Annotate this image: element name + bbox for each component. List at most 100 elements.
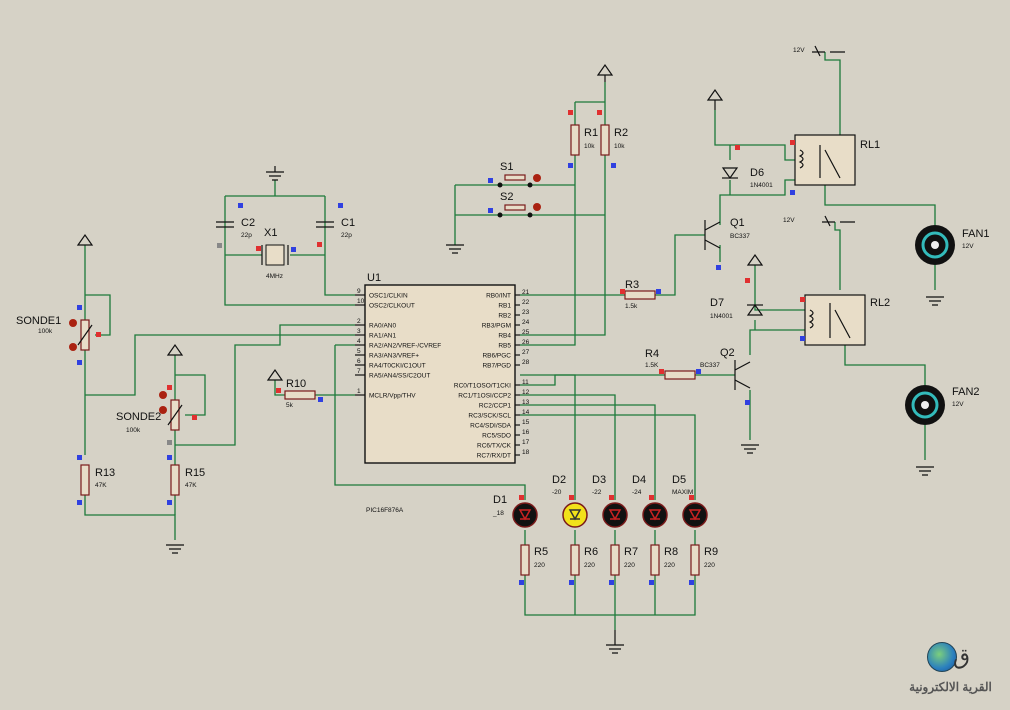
logo-text: القرية الالكترونية [909,680,992,694]
chip-pin-number: 2 [357,318,361,325]
chip-pin-name: RA5/AN4/SS/C2OUT [369,373,430,380]
led-label: D4 [632,474,646,486]
svg-text:12V: 12V [952,401,964,408]
led-resistor-value: 220 [534,562,545,569]
led-resistor-value: 220 [584,562,595,569]
chip-pin-number: 24 [522,319,530,326]
chip-pin-name: RB4 [498,333,511,340]
led-resistor-value: 220 [704,562,715,569]
svg-text:22p: 22p [341,232,352,239]
led-resistor-label: R7 [624,546,638,558]
led-resistor [690,544,700,576]
chip-pin-number: 28 [522,359,530,366]
chip-pin-name: RA4/T0CKI/C1OUT [369,363,426,370]
chip-pin-number: 25 [522,329,530,336]
chip-pin-number: 14 [522,409,530,416]
led-resistor-label: R6 [584,546,598,558]
led-4-icon [642,502,668,528]
sonde1-label: SONDE1 [16,315,61,327]
chip-pin-number: 13 [522,399,530,406]
chip-pin-number: 17 [522,439,530,446]
chip-pin-name: RB2 [498,313,511,320]
chip-pin-number: 5 [357,348,361,355]
r10-label: R10 [286,378,306,390]
chip-pin-name: MCLR/Vpp/THV [369,393,416,400]
chip-pin-number: 18 [522,449,530,456]
svg-text:1.5k: 1.5k [625,303,638,310]
svg-text:1N4001: 1N4001 [750,182,773,189]
chip-pin-number: 16 [522,429,530,436]
led-resistor [520,544,530,576]
led-resistor [570,544,580,576]
svg-text:5k: 5k [286,402,294,409]
svg-text:10k: 10k [584,143,595,150]
chip-pin-number: 21 [522,289,530,296]
chip-pin-name: RC2/CCP1 [479,403,512,410]
led-label: D3 [592,474,606,486]
chip-pin-number: 6 [357,358,361,365]
sonde2-label: SONDE2 [116,411,161,423]
oscillator-circuit: C2 22p C1 22p X1 4MHz [216,166,355,306]
c1-label: C1 [341,217,355,229]
svg-text:1.5K: 1.5K [645,362,659,369]
site-logo: ق القرية الالكترونية [893,640,1008,702]
globe-icon [927,642,957,672]
s2-label: S2 [500,191,513,203]
chip-pin-name: OSC2/CLKOUT [369,303,415,310]
svg-text:PIC16F876A: PIC16F876A [366,507,404,514]
led-resistor [610,544,620,576]
svg-text:47K: 47K [185,482,197,489]
led-label: D1 [493,494,507,506]
chip-pin-number: 10 [357,298,365,305]
r2-label: R2 [614,127,628,139]
chip-pin-name: RA0/AN0 [369,323,396,330]
chip-pin-name: RC7/RX/DT [477,453,511,460]
chip-pin-number: 26 [522,339,530,346]
chip-pin-name: RA3/AN3/VREF+ [369,353,419,360]
led-resistor-value: 220 [664,562,675,569]
q2-label: Q2 [720,347,735,359]
r3-label: R3 [625,279,639,291]
svg-text:12V: 12V [962,243,974,250]
led-value: _18 [492,510,504,517]
chip-pin-name: RC1/T1OSI/CCP2 [458,393,511,400]
led-resistor [650,544,660,576]
led-value: -20 [552,489,562,496]
chip-pin-name: RC4/SDI/SDA [470,423,511,430]
led-1-icon [512,502,538,528]
s1-label: S1 [500,161,513,173]
microcontroller-u1[interactable]: U1 PIC16F876A 9OSC1/CLKIN10OSC2/CLKOUT2R… [355,272,530,514]
x1-label: X1 [264,227,277,239]
c2-label: C2 [241,217,255,229]
vcc1-label: 12V [793,47,805,54]
chip-pin-name: RC6/TX/CK [477,443,512,450]
led-2-icon [562,502,588,528]
chip-pin-number: 11 [522,379,529,386]
d7-label: D7 [710,297,724,309]
chip-pin-name: RA1/AN1 [369,333,396,340]
rl2-label: RL2 [870,297,890,309]
vcc2-label: 12V [783,217,795,224]
svg-text:BC337: BC337 [700,362,720,369]
chip-pin-name: RA2/AN2/VREF-/CVREF [369,343,441,350]
chip-pin-name: RB6/PGC [482,353,511,360]
led-resistor-value: 220 [624,562,635,569]
led-resistor-label: R9 [704,546,718,558]
r15-label: R15 [185,467,205,479]
svg-text:1N4001: 1N4001 [710,313,733,320]
fan2-label: FAN2 [952,386,980,398]
chip-pin-number: 9 [357,288,361,295]
chip-pin-number: 22 [522,299,530,306]
logo-mark: ق [953,644,971,669]
chip-pin-number: 4 [357,338,361,345]
chip-pin-number: 27 [522,349,530,356]
chip-pin-name: RC0/T1OSO/T1CKI [454,383,511,390]
chip-pin-number: 23 [522,309,530,316]
d6-label: D6 [750,167,764,179]
r1-label: R1 [584,127,598,139]
r13-label: R13 [95,467,115,479]
led-label: D5 [672,474,686,486]
